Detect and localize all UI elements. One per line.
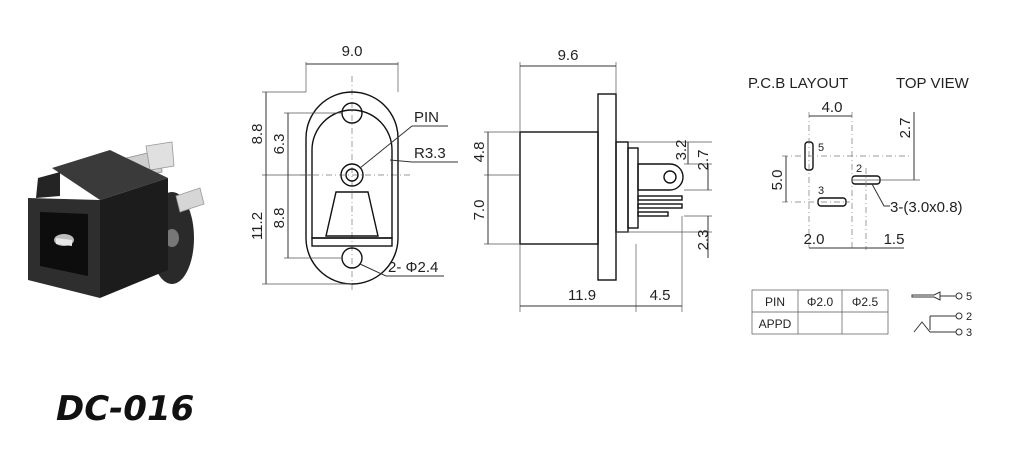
pcb-pin-3: 3 (818, 185, 824, 197)
front-view: 9.0 8.8 11.2 6.3 8.8 PIN R3.3 2- Φ2.4 (249, 43, 458, 290)
table-header-d20: Φ2.0 (807, 295, 834, 309)
front-width-dim: 9.0 (342, 43, 363, 60)
pcb-dim-15: 1.5 (884, 231, 905, 248)
pcb-pin-5: 5 (818, 142, 824, 154)
pcb-slot-size: 3-(3.0x0.8) (890, 199, 963, 216)
pcb-title: P.C.B LAYOUT (748, 75, 848, 92)
table-row-label: APPD (759, 317, 792, 331)
side-dim-119: 11.9 (568, 287, 596, 304)
side-dim-48: 4.8 (471, 142, 488, 163)
side-dim-23: 2.3 (695, 230, 712, 251)
product-photo (28, 141, 205, 298)
table-header-d25: Φ2.5 (852, 295, 879, 309)
schematic-pin-2: 2 (966, 311, 972, 323)
pcb-subtitle: TOP VIEW (896, 75, 970, 92)
schematic-pin-3: 3 (966, 327, 972, 339)
schematic-pin-5: 5 (966, 291, 972, 303)
front-height-upper-dim: 8.8 (249, 124, 266, 145)
hole-spacing-dim: 8.8 (271, 208, 288, 229)
pcb-pin-2: 2 (856, 163, 862, 175)
side-view: 9.6 4.8 7.0 3.2 2.7 2.3 11.9 4.5 (471, 47, 712, 312)
mount-holes-label: 2- Φ2.4 (388, 259, 438, 276)
side-dim-27: 2.7 (695, 150, 712, 171)
pcb-dim-40: 4.0 (822, 99, 843, 116)
side-dim-32: 3.2 (673, 140, 690, 161)
radius-label: R3.3 (414, 145, 446, 162)
side-width-dim: 9.6 (558, 47, 579, 64)
side-dim-45: 4.5 (650, 287, 671, 304)
side-dim-70: 7.0 (471, 200, 488, 221)
model-name: DC-016 (56, 389, 194, 429)
front-height-lower-dim: 11.2 (249, 212, 266, 240)
pcb-layout: P.C.B LAYOUT TOP VIEW 5 2 3 4.0 2.7 5.0 … (748, 75, 970, 250)
pin-offset-dim: 6.3 (271, 134, 288, 155)
pin-table: PIN Φ2.0 Φ2.5 APPD (751, 289, 889, 335)
schematic: 5 2 3 (911, 291, 972, 339)
table-header-pin: PIN (765, 295, 785, 309)
pcb-dim-50: 5.0 (769, 170, 786, 191)
pcb-dim-27: 2.7 (897, 118, 914, 139)
pcb-dim-20: 2.0 (804, 231, 825, 248)
pin-label: PIN (414, 109, 439, 126)
